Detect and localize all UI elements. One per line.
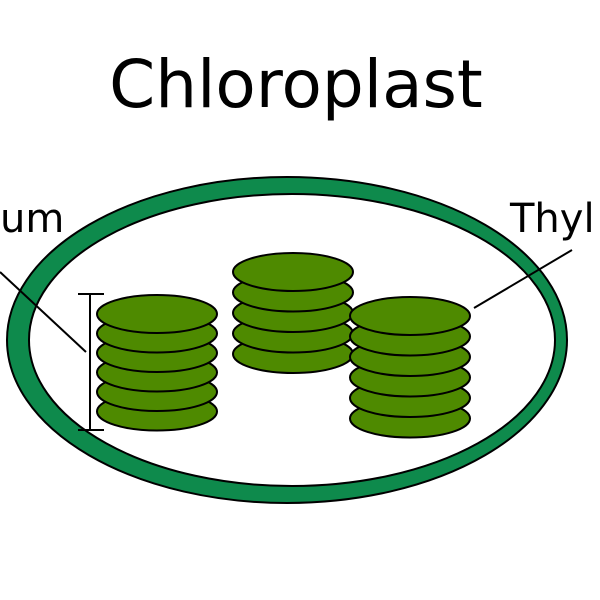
thylakoid-label: Thyl [509, 196, 595, 242]
granum-stack-2 [232, 252, 354, 374]
diagram-title: Chloroplast [109, 46, 483, 123]
thylakoid-disk [232, 252, 354, 292]
thylakoid-label-group: Thyl [473, 196, 595, 309]
granum-leader-line [0, 271, 87, 353]
granum-stack-1 [96, 294, 218, 432]
granum-stack-3 [349, 296, 471, 439]
grana-stacks [96, 252, 471, 439]
granum-label-group: um [0, 196, 104, 431]
thylakoid-disk [96, 294, 218, 334]
thylakoid-leader-line [473, 249, 573, 309]
granum-label: um [0, 196, 64, 242]
thylakoid-disk [349, 296, 471, 336]
